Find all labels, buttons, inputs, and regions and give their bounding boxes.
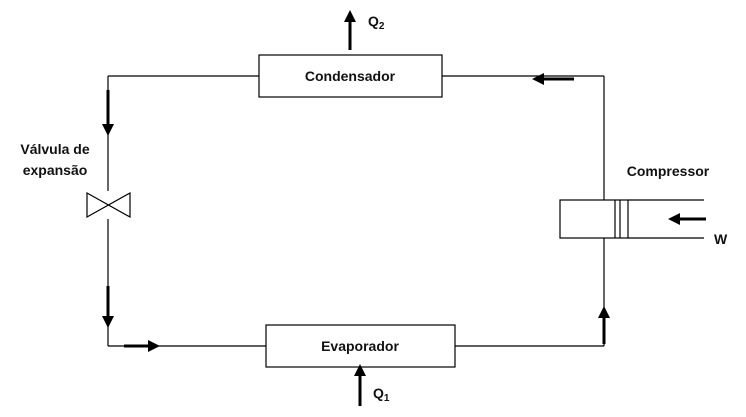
heat-in-symbol: Q [373,385,384,401]
flow-arrow-bottom-head [148,340,160,352]
compressor-label: Compressor [627,163,710,179]
compressor-cylinder [559,199,629,239]
heat-in-label: Q1 [373,385,390,404]
expansion-valve-symbol [86,191,131,219]
flow-arrow-top [532,73,574,85]
heat-out-symbol: Q [368,13,379,29]
flow-arrow-left-bottom-head [102,316,114,328]
evaporator-box [265,324,456,368]
valve-label-line1: Válvula de [20,141,89,157]
heat-in-arrow [354,364,366,406]
work-label: W [714,231,728,247]
heat-in-subscript: 1 [384,393,390,404]
condenser-label: Condensador [305,68,396,84]
heat-out-label: Q2 [368,13,385,32]
condenser-box [258,54,443,98]
flow-arrow-right [598,306,610,344]
flow-arrow-left-bottom [102,286,114,328]
flow-arrow-left-top-head [102,124,114,136]
heat-out-arrow [344,10,356,50]
flow-arrow-bottom [124,340,160,352]
heat-in-head [354,364,366,376]
valve-label-line2: expansão [23,162,88,178]
work-head [668,213,680,225]
heat-out-subscript: 2 [379,21,385,32]
compressor [559,199,704,239]
flow-arrow-top-head [532,73,544,85]
flow-arrow-left-top [102,90,114,136]
heat-out-head [344,10,356,22]
work-arrow [668,213,706,225]
flow-arrow-right-head [598,306,610,318]
evaporator-label: Evaporador [321,338,399,354]
